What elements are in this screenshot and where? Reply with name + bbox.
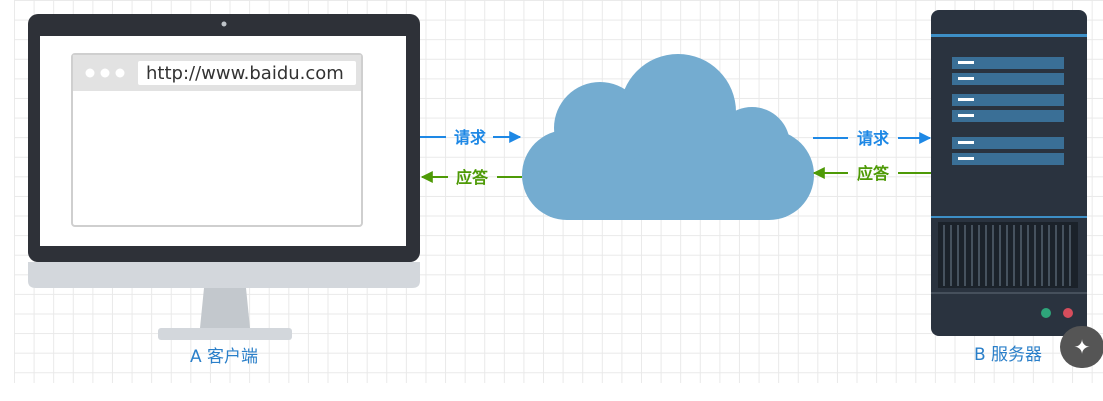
magic-wand-icon: ✦ (1073, 335, 1091, 359)
server-icon (931, 10, 1087, 336)
right-response-label: 应答 (857, 164, 890, 183)
left-request-label: 请求 (454, 128, 487, 147)
client-label: A 客户端 (190, 347, 258, 367)
server-label: B 服务器 (974, 345, 1042, 365)
browser-address-bar[interactable]: http://www.baidu.com (146, 63, 344, 84)
right-request-label: 请求 (857, 129, 890, 148)
cloud-icon (522, 54, 814, 220)
magic-wand-button[interactable]: ✦ (1060, 326, 1103, 368)
left-response-label: 应答 (456, 168, 489, 187)
browser-window (71, 53, 363, 227)
